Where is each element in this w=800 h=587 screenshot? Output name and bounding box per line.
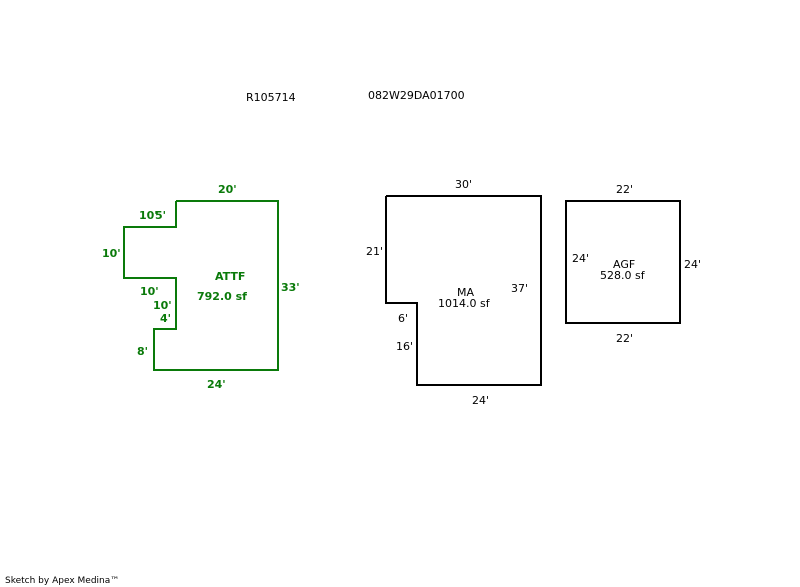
agf-label: AGF <box>613 258 635 271</box>
agf-dim-top: 22' <box>616 183 633 196</box>
ma-dim-6: 6' <box>398 312 408 325</box>
ma-area: 1014.0 sf <box>438 297 491 310</box>
ma-dim-bottom: 24' <box>472 394 489 407</box>
attf-dim-bottom: 24' <box>207 378 226 391</box>
attf-dim-10a: 10' <box>153 299 172 312</box>
agf-outline <box>565 200 681 324</box>
ma-dim-top: 30' <box>455 178 472 191</box>
agf-dim-bottom: 22' <box>616 332 633 345</box>
ma-dim-left: 21' <box>366 245 383 258</box>
area-agf: 22' 24' 22' 24' AGF 528.0 sf <box>565 183 701 345</box>
account-id: R105714 <box>246 91 296 104</box>
agf-area: 528.0 sf <box>600 269 646 282</box>
attf-label: ATTF <box>215 270 245 283</box>
agf-dim-left: 24' <box>572 252 589 265</box>
attf-area: 792.0 sf <box>197 290 247 303</box>
map-id: 082W29DA01700 <box>368 89 465 102</box>
agf-dim-right: 24' <box>684 258 701 271</box>
attf-dim-8: 8' <box>137 345 148 358</box>
attf-dim-10c: 10' <box>102 247 121 260</box>
attf-dim-top: 20' <box>218 183 237 196</box>
area-attf: 20' 33' 24' 8' 4' 10' 10' 10' 10' 5' ATT… <box>102 183 300 391</box>
attf-dim-10b: 10' <box>140 285 159 298</box>
ma-dim-16: 16' <box>396 340 413 353</box>
area-ma: 30' 37' 24' 16' 6' 21' MA 1014.0 sf <box>366 178 542 407</box>
ma-dim-right: 37' <box>511 282 528 295</box>
ma-label: MA <box>457 286 474 299</box>
attf-dim-5: 5' <box>155 209 166 222</box>
attf-dim-10d: 10' <box>139 209 158 222</box>
attf-outline <box>123 200 279 371</box>
attf-dim-right: 33' <box>281 281 300 294</box>
ma-outline <box>385 195 542 386</box>
attf-dim-4: 4' <box>160 312 171 325</box>
sketch-credit: Sketch by Apex Medina™ <box>5 576 119 586</box>
